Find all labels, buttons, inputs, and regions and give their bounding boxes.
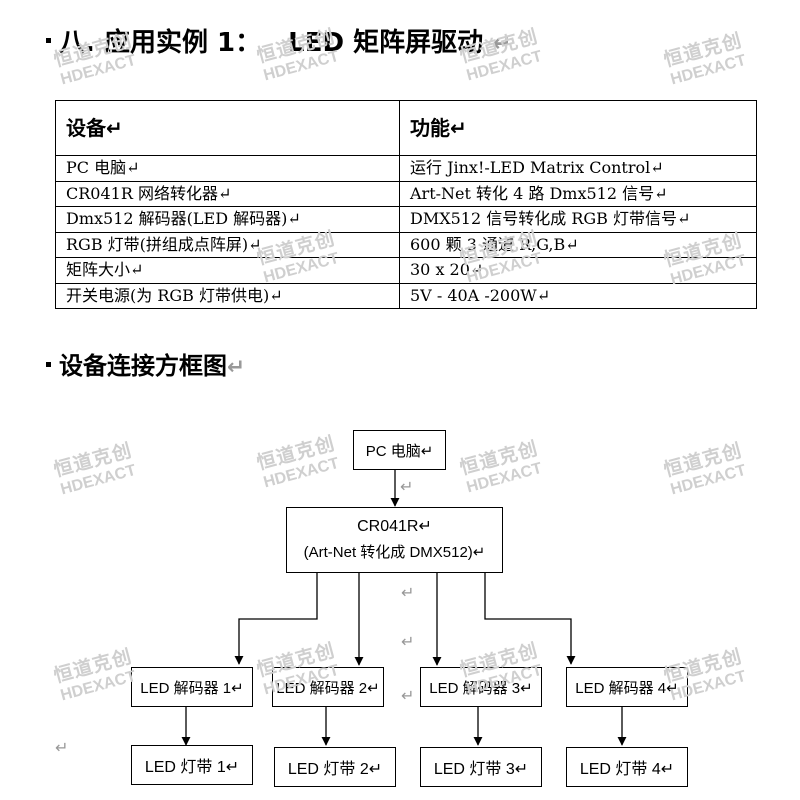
section-heading-1: 八. 应用实例 1： LED 矩阵屏驱动 ↵ [46,22,512,59]
pc-label: PC 电脑↵ [365,442,434,460]
table-cell-function: DMX512 信号转化成 RGB 灯带信号↵ [399,206,757,233]
decoder-label: LED 解码器 2↵ [276,679,380,697]
table-header-function: 功能↵ [399,100,757,156]
section-number: 八. [59,28,95,58]
decoder-label: LED 解码器 4↵ [575,679,679,697]
paragraph-mark: ↵ [401,583,415,602]
table-cell-device: 开关电源(为 RGB 灯带供电)↵ [55,282,400,309]
section-title: LED 矩阵屏驱动 [288,28,484,58]
bullet-marker [46,38,51,43]
watermark-cn: 恒道克创 [254,433,338,475]
watermark-cn: 恒道克创 [457,438,541,480]
table-cell-function: 600 颗 3 通道 R,G,B↵ [399,231,757,258]
decoder-box-4: LED 解码器 4↵ [566,667,688,707]
strip-label: LED 灯带 2↵ [287,761,383,778]
watermark-en: HDEXACT [668,51,748,89]
section-label: 应用实例 1： [103,28,262,58]
decoder-box-1: LED 解码器 1↵ [131,667,253,707]
paragraph-mark: ↵ [55,738,69,757]
table-header-device: 设备↵ [55,100,400,156]
strip-label: LED 灯带 1↵ [144,759,240,776]
table-cell-device: CR041R 网络转化器↵ [55,180,400,207]
table-row: 矩阵大小↵ 30 x 20↵ [55,257,757,284]
table-row: CR041R 网络转化器↵ Art-Net 转化 4 路 Dmx512 信号↵ [55,180,757,207]
watermark-cn: 恒道克创 [51,646,135,688]
paragraph-mark: ↵ [401,632,415,651]
table-row: 开关电源(为 RGB 灯带供电)↵ 5V - 40A -200W↵ [55,282,757,309]
table-cell-function: 30 x 20↵ [399,257,757,284]
table-cell-device: Dmx512 解码器(LED 解码器)↵ [55,206,400,233]
watermark-en: HDEXACT [261,454,341,492]
watermark-en: HDEXACT [58,461,138,499]
table-cell-device: RGB 灯带(拼组成点阵屏)↵ [55,231,400,258]
converter-box: CR041R↵ (Art-Net 转化成 DMX512)↵ [286,507,503,573]
led-strip-box-3: LED 灯带 3↵ [420,747,542,787]
decoder-box-2: LED 解码器 2↵ [272,667,384,707]
decoder-box-3: LED 解码器 3↵ [420,667,542,707]
equipment-table: 设备↵ 功能↵ PC 电脑↵ 运行 Jinx!-LED Matrix Contr… [55,100,757,309]
led-strip-box-2: LED 灯带 2↵ [274,747,396,787]
strip-label: LED 灯带 4↵ [579,761,675,778]
table-header-row: 设备↵ 功能↵ [55,100,757,156]
watermark-en: HDEXACT [668,461,748,499]
table-cell-function: Art-Net 转化 4 路 Dmx512 信号↵ [399,180,757,207]
watermark-cn: 恒道克创 [51,440,135,482]
bullet-marker [46,361,51,367]
arrow-converter-to-decoder-1 [234,573,318,665]
watermark-en: HDEXACT [58,667,138,705]
decoder-label: LED 解码器 1↵ [140,679,244,697]
table-cell-function: 运行 Jinx!-LED Matrix Control↵ [399,155,757,182]
led-strip-box-4: LED 灯带 4↵ [566,747,688,787]
converter-description: (Art-Net 转化成 DMX512)↵ [303,544,486,561]
table-cell-function: 5V - 40A -200W↵ [399,282,757,309]
led-strip-box-1: LED 灯带 1↵ [131,745,253,785]
table-row: Dmx512 解码器(LED 解码器)↵ DMX512 信号转化成 RGB 灯带… [55,206,757,233]
diagram-heading: 设备连接方框图 [59,352,227,380]
paragraph-mark: ↵ [400,477,414,496]
table-row: PC 电脑↵ 运行 Jinx!-LED Matrix Control↵ [55,155,757,182]
table-cell-device: PC 电脑↵ [55,155,400,182]
watermark-cn: 恒道克创 [661,30,745,72]
strip-label: LED 灯带 3↵ [433,761,529,778]
paragraph-mark: ↵ [227,355,246,380]
pc-box: PC 电脑↵ [353,430,446,470]
paragraph-mark: ↵ [492,29,512,57]
section-heading-2: 设备连接方框图↵ [46,346,245,381]
watermark-cn: 恒道克创 [661,440,745,482]
arrow-converter-to-decoder-4 [484,573,576,665]
decoder-label: LED 解码器 3↵ [429,679,533,697]
table-cell-device: 矩阵大小↵ [55,257,400,284]
converter-model: CR041R↵ [357,518,432,535]
watermark-en: HDEXACT [464,459,544,497]
table-row: RGB 灯带(拼组成点阵屏)↵ 600 颗 3 通道 R,G,B↵ [55,231,757,258]
paragraph-mark: ↵ [401,686,415,705]
